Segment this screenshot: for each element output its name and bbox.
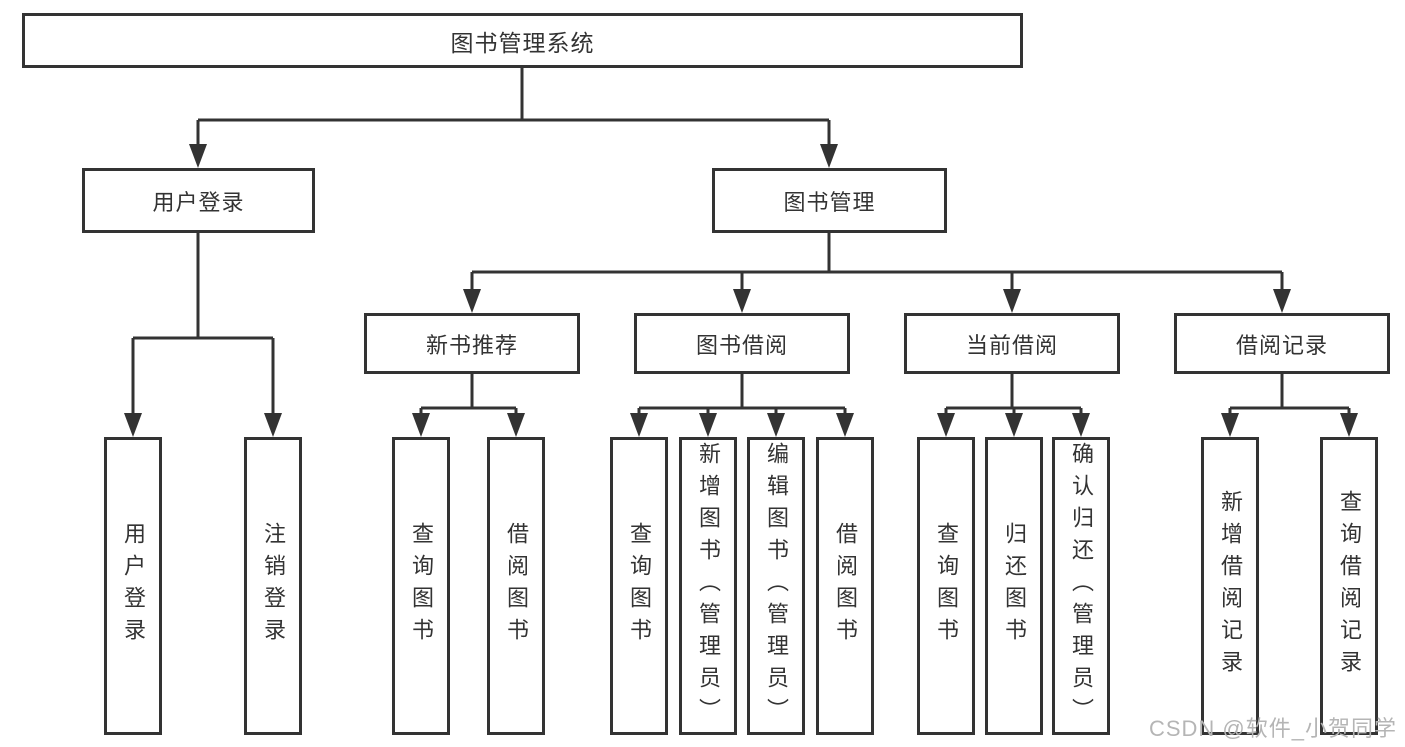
- connector-borrow-to-leaves: [637, 374, 847, 418]
- arrowhead: [1273, 289, 1291, 313]
- arrowhead: [767, 413, 785, 437]
- arrowhead: [630, 413, 648, 437]
- leaf-query-borrow-record: 查询借阅记录: [1320, 437, 1378, 735]
- leaf-query-books-1: 查询图书: [392, 437, 450, 735]
- node-label: 编辑图书（管理员）: [764, 442, 789, 730]
- arrowhead: [1340, 413, 1358, 437]
- node-label: 图书借阅: [695, 332, 788, 358]
- node-label: 新书推荐: [425, 332, 518, 358]
- arrowhead: [507, 413, 525, 437]
- leaf-logout: 注销登录: [244, 437, 302, 735]
- leaf-user-login: 用户登录: [104, 437, 162, 735]
- arrowhead: [733, 289, 751, 313]
- node-label: 确认归还（管理员）: [1069, 442, 1094, 730]
- node-label: 注销登录: [261, 522, 286, 650]
- node-label: 图书管理: [783, 189, 876, 215]
- connector-bookmgmt-to-level3: [470, 232, 1284, 294]
- arrowhead: [264, 413, 282, 437]
- arrowhead: [124, 413, 142, 437]
- leaf-add-borrow-record: 新增借阅记录: [1201, 437, 1259, 735]
- connector-current-to-leaves: [944, 374, 1083, 418]
- node-label: 借阅图书: [833, 522, 858, 650]
- arrowhead: [937, 413, 955, 437]
- leaf-confirm-return-admin: 确认归还（管理员）: [1052, 437, 1110, 735]
- node-current-borrow: 当前借阅: [904, 313, 1120, 374]
- connector-newbooks-to-leaves: [419, 374, 518, 418]
- leaf-edit-book-admin: 编辑图书（管理员）: [747, 437, 805, 735]
- leaf-borrow-books-1: 借阅图书: [487, 437, 545, 735]
- arrowhead: [820, 144, 838, 168]
- node-label: 用户登录: [152, 189, 245, 215]
- node-label: 图书管理系统: [450, 29, 595, 56]
- node-label: 新增图书（管理员）: [696, 442, 721, 730]
- node-label: 新增借阅记录: [1218, 490, 1243, 682]
- leaf-query-books-2: 查询图书: [610, 437, 668, 735]
- node-label: 借阅图书: [504, 522, 529, 650]
- connector-records-to-leaves: [1228, 374, 1351, 418]
- node-label: 查询图书: [934, 522, 959, 650]
- node-label: 借阅记录: [1235, 332, 1328, 358]
- node-label: 当前借阅: [965, 332, 1058, 358]
- node-label: 查询借阅记录: [1337, 490, 1362, 682]
- node-borrow-records: 借阅记录: [1174, 313, 1390, 374]
- arrowhead: [1005, 413, 1023, 437]
- arrowhead: [1221, 413, 1239, 437]
- leaf-borrow-books-2: 借阅图书: [816, 437, 874, 735]
- node-library-system: 图书管理系统: [22, 13, 1023, 68]
- node-label: 查询图书: [627, 522, 652, 650]
- leaf-add-book-admin: 新增图书（管理员）: [679, 437, 737, 735]
- connector-userlogin-to-leaves: [131, 233, 275, 418]
- arrowhead: [699, 413, 717, 437]
- arrowhead: [836, 413, 854, 437]
- leaf-query-books-3: 查询图书: [917, 437, 975, 735]
- connector-root-to-level2: [196, 68, 831, 148]
- csdn-watermark: CSDN @软件_小贺同学: [1148, 716, 1397, 741]
- leaf-return-book: 归还图书: [985, 437, 1043, 735]
- node-book-management: 图书管理: [712, 168, 947, 233]
- arrowhead: [1072, 413, 1090, 437]
- arrowhead: [463, 289, 481, 313]
- node-label: 查询图书: [409, 522, 434, 650]
- node-label: 归还图书: [1002, 522, 1027, 650]
- arrowhead: [412, 413, 430, 437]
- node-label: 用户登录: [121, 522, 146, 650]
- node-book-borrow: 图书借阅: [634, 313, 850, 374]
- node-user-login: 用户登录: [82, 168, 315, 233]
- arrowhead: [189, 144, 207, 168]
- arrowhead: [1003, 289, 1021, 313]
- node-new-book-recommend: 新书推荐: [364, 313, 580, 374]
